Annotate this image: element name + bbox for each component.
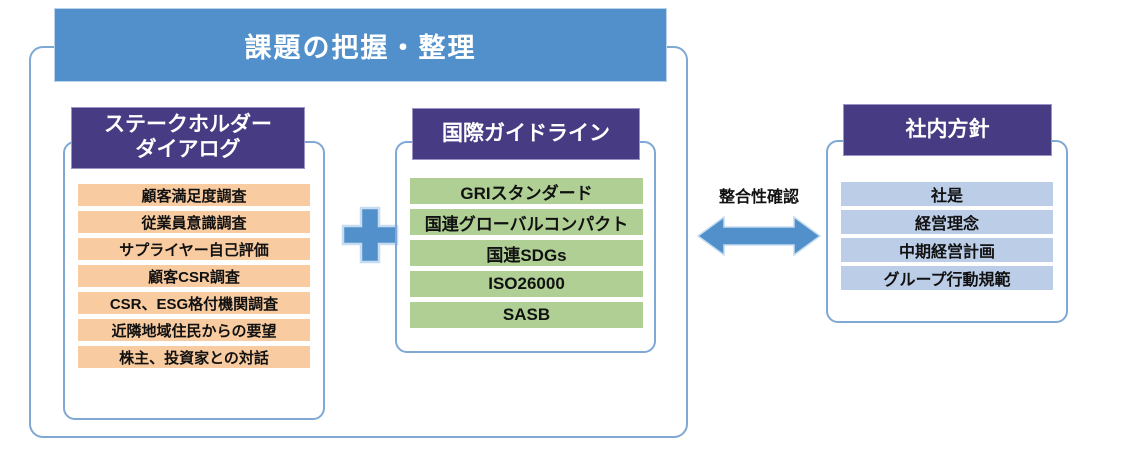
stakeholder-card-header: ステークホルダー ダイアログ [71,107,305,169]
list-item: 株主、投資家との対話 [78,346,310,368]
stakeholder-title-line2: ダイアログ [135,138,241,161]
guidelines-item-list: GRIスタンダード 国連グローバルコンパクト 国連SDGs ISO26000 S… [410,178,643,328]
list-item: CSR、ESG格付機関調査 [78,292,310,314]
double-headed-arrow-icon [696,214,822,258]
list-item: SASB [410,302,643,328]
list-item: 国連SDGs [410,240,643,266]
list-item: 顧客満足度調査 [78,184,310,206]
list-item: GRIスタンダード [410,178,643,204]
stakeholder-item-list: 顧客満足度調査 従業員意識調査 サプライヤー自己評価 顧客CSR調査 CSR、E… [78,184,310,368]
plus-icon [339,204,401,266]
list-item: ISO26000 [410,271,643,297]
guidelines-card-header: 国際ガイドライン [412,108,640,160]
list-item: 経営理念 [841,210,1053,234]
internal-policy-card-header: 社内方針 [843,104,1052,156]
stakeholder-title-line1: ステークホルダー [104,113,272,137]
banner-title: 課題の把握・整理 [54,8,667,82]
list-item: 中期経営計画 [841,238,1053,262]
list-item: 顧客CSR調査 [78,265,310,287]
list-item: 従業員意識調査 [78,211,310,233]
list-item: サプライヤー自己評価 [78,238,310,260]
list-item: 近隣地域住民からの要望 [78,319,310,341]
list-item: グループ行動規範 [841,266,1053,290]
internal-policy-item-list: 社是 経営理念 中期経営計画 グループ行動規範 [841,182,1053,290]
list-item: 国連グローバルコンパクト [410,209,643,235]
consistency-check-label: 整合性確認 [718,189,799,206]
list-item: 社是 [841,182,1053,206]
